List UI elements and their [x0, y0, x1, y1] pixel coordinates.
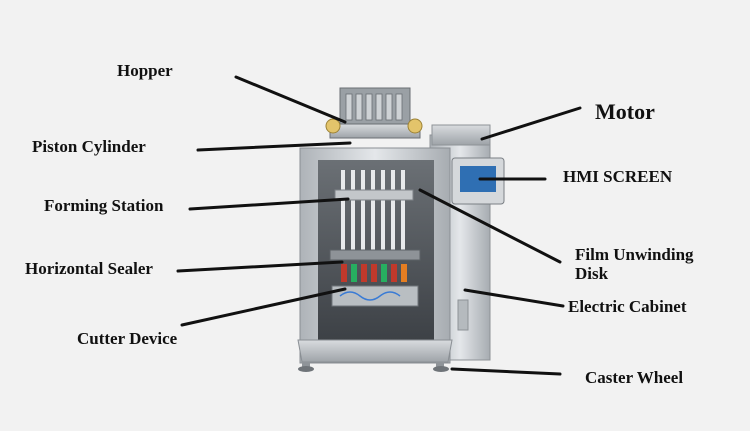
leader-electric-cabinet: [463, 288, 565, 308]
label-hopper: Hopper: [117, 61, 173, 80]
cutter-device-block: [331, 285, 419, 307]
caster-wheel-right: [433, 366, 449, 372]
label-cutter-device: Cutter Device: [77, 329, 178, 348]
packing-machine-illustration: [297, 87, 505, 372]
label-forming-station: Forming Station: [44, 196, 164, 215]
label-caster-wheel: Caster Wheel: [585, 368, 684, 387]
label-electric-cabinet: Electric Cabinet: [568, 297, 687, 316]
motor-housing: [431, 124, 491, 146]
hopper-tubes: [345, 93, 403, 121]
label-horizontal-sealer: Horizontal Sealer: [25, 259, 153, 278]
piston-cylinder-bar: [329, 123, 421, 139]
left-leg: [302, 362, 310, 368]
film-roll-right: [407, 118, 423, 134]
leader-forming-station: [188, 197, 350, 211]
label-piston-cylinder: Piston Cylinder: [32, 137, 146, 156]
leader-lines: [176, 75, 582, 376]
leader-hopper: [234, 75, 347, 124]
caster-wheel-left: [298, 366, 314, 372]
film-roll-left: [325, 118, 341, 134]
leader-film-unwinding: [418, 188, 562, 264]
cutter-wires: [339, 291, 401, 301]
right-leg: [436, 362, 444, 368]
horizontal-sealer-bar: [329, 249, 421, 261]
label-film-unwinding-disk: Film Unwinding Disk: [575, 245, 694, 283]
cabinet-panel-handle: [457, 299, 469, 331]
label-film-unwinding-line1: Film Unwinding: [575, 245, 694, 264]
forming-collar: [334, 189, 414, 201]
label-film-unwinding-line2: Disk: [575, 263, 609, 283]
leader-piston-cylinder: [196, 141, 352, 152]
label-motor: Motor: [595, 99, 655, 124]
leader-cutter-device: [180, 287, 347, 327]
base-tray: [297, 339, 453, 363]
forming-tubes: [341, 170, 405, 250]
leader-motor: [480, 106, 582, 141]
sachets: [341, 264, 407, 282]
leader-caster-wheel: [450, 367, 562, 376]
label-hmi-screen: HMI SCREEN: [563, 167, 673, 186]
leader-horizontal-sealer: [176, 260, 344, 273]
